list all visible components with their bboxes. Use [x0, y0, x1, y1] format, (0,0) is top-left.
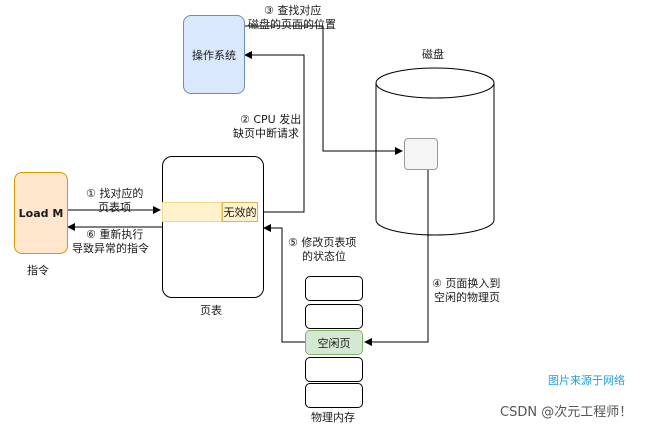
os-label: 操作系统 — [192, 48, 236, 62]
invalid-entry: 无效的 — [222, 202, 258, 222]
step-6-line-1: ⑥ 重新执行 — [86, 228, 144, 241]
step-2-label: ② CPU 发出 缺页中断请求 — [233, 113, 301, 141]
arrow-update-entry — [263, 224, 305, 343]
image-credit: 图片来源于网络 — [548, 374, 625, 387]
step-2-line-2: 缺页中断请求 — [233, 127, 299, 140]
instruction-box: Load M — [14, 172, 68, 254]
step-1-line-2: 页表项 — [98, 201, 131, 214]
step-2-line-1: ② CPU 发出 — [240, 113, 302, 126]
memory-caption: 物理内存 — [311, 411, 355, 424]
arrow-page-fault — [244, 51, 305, 213]
step-3-line-1: ③ 查找对应 — [264, 4, 322, 17]
disk-page-block — [404, 138, 438, 170]
memory-frame — [305, 276, 363, 301]
arrow-locate-disk-page — [243, 25, 403, 155]
memory-frame — [305, 357, 363, 382]
os-box: 操作系统 — [183, 15, 245, 94]
invalid-entry-label: 无效的 — [223, 206, 257, 219]
step-6-line-2: 导致异常的指令 — [72, 242, 149, 255]
step-5-label: ⑤ 修改页表项 的状态位 — [288, 236, 356, 264]
step-1-line-1: ① 找对应的 — [86, 187, 144, 200]
step-6-label: ⑥ 重新执行 导致异常的指令 — [72, 228, 149, 256]
page-table-entry — [162, 202, 222, 222]
step-3-line-2: 磁盘的页面的位置 — [248, 18, 336, 31]
step-5-line-1: ⑤ 修改页表项 — [288, 236, 357, 249]
step-4-label: ④ 页面换入到 空闲的物理页 — [432, 277, 500, 305]
step-3-label: ③ 查找对应 磁盘的页面的位置 — [248, 4, 336, 32]
free-page-label: 空闲页 — [317, 336, 351, 350]
step-1-label: ① 找对应的 页表项 — [86, 187, 143, 215]
free-page: 空闲页 — [305, 330, 363, 355]
arrow-swap-in — [364, 168, 429, 346]
disk-label: 磁盘 — [422, 48, 444, 61]
page-table-caption: 页表 — [200, 304, 222, 317]
instruction-label: Load M — [18, 206, 64, 220]
step-4-line-1: ④ 页面换入到 — [432, 277, 501, 290]
memory-frame — [305, 383, 363, 408]
watermark: CSDN @次元工程师！ — [500, 405, 633, 420]
memory-frame — [305, 304, 363, 329]
instruction-caption: 指令 — [27, 264, 49, 277]
step-5-line-2: 的状态位 — [302, 250, 346, 263]
page-table — [162, 156, 264, 298]
step-4-line-2: 空闲的物理页 — [434, 291, 500, 304]
